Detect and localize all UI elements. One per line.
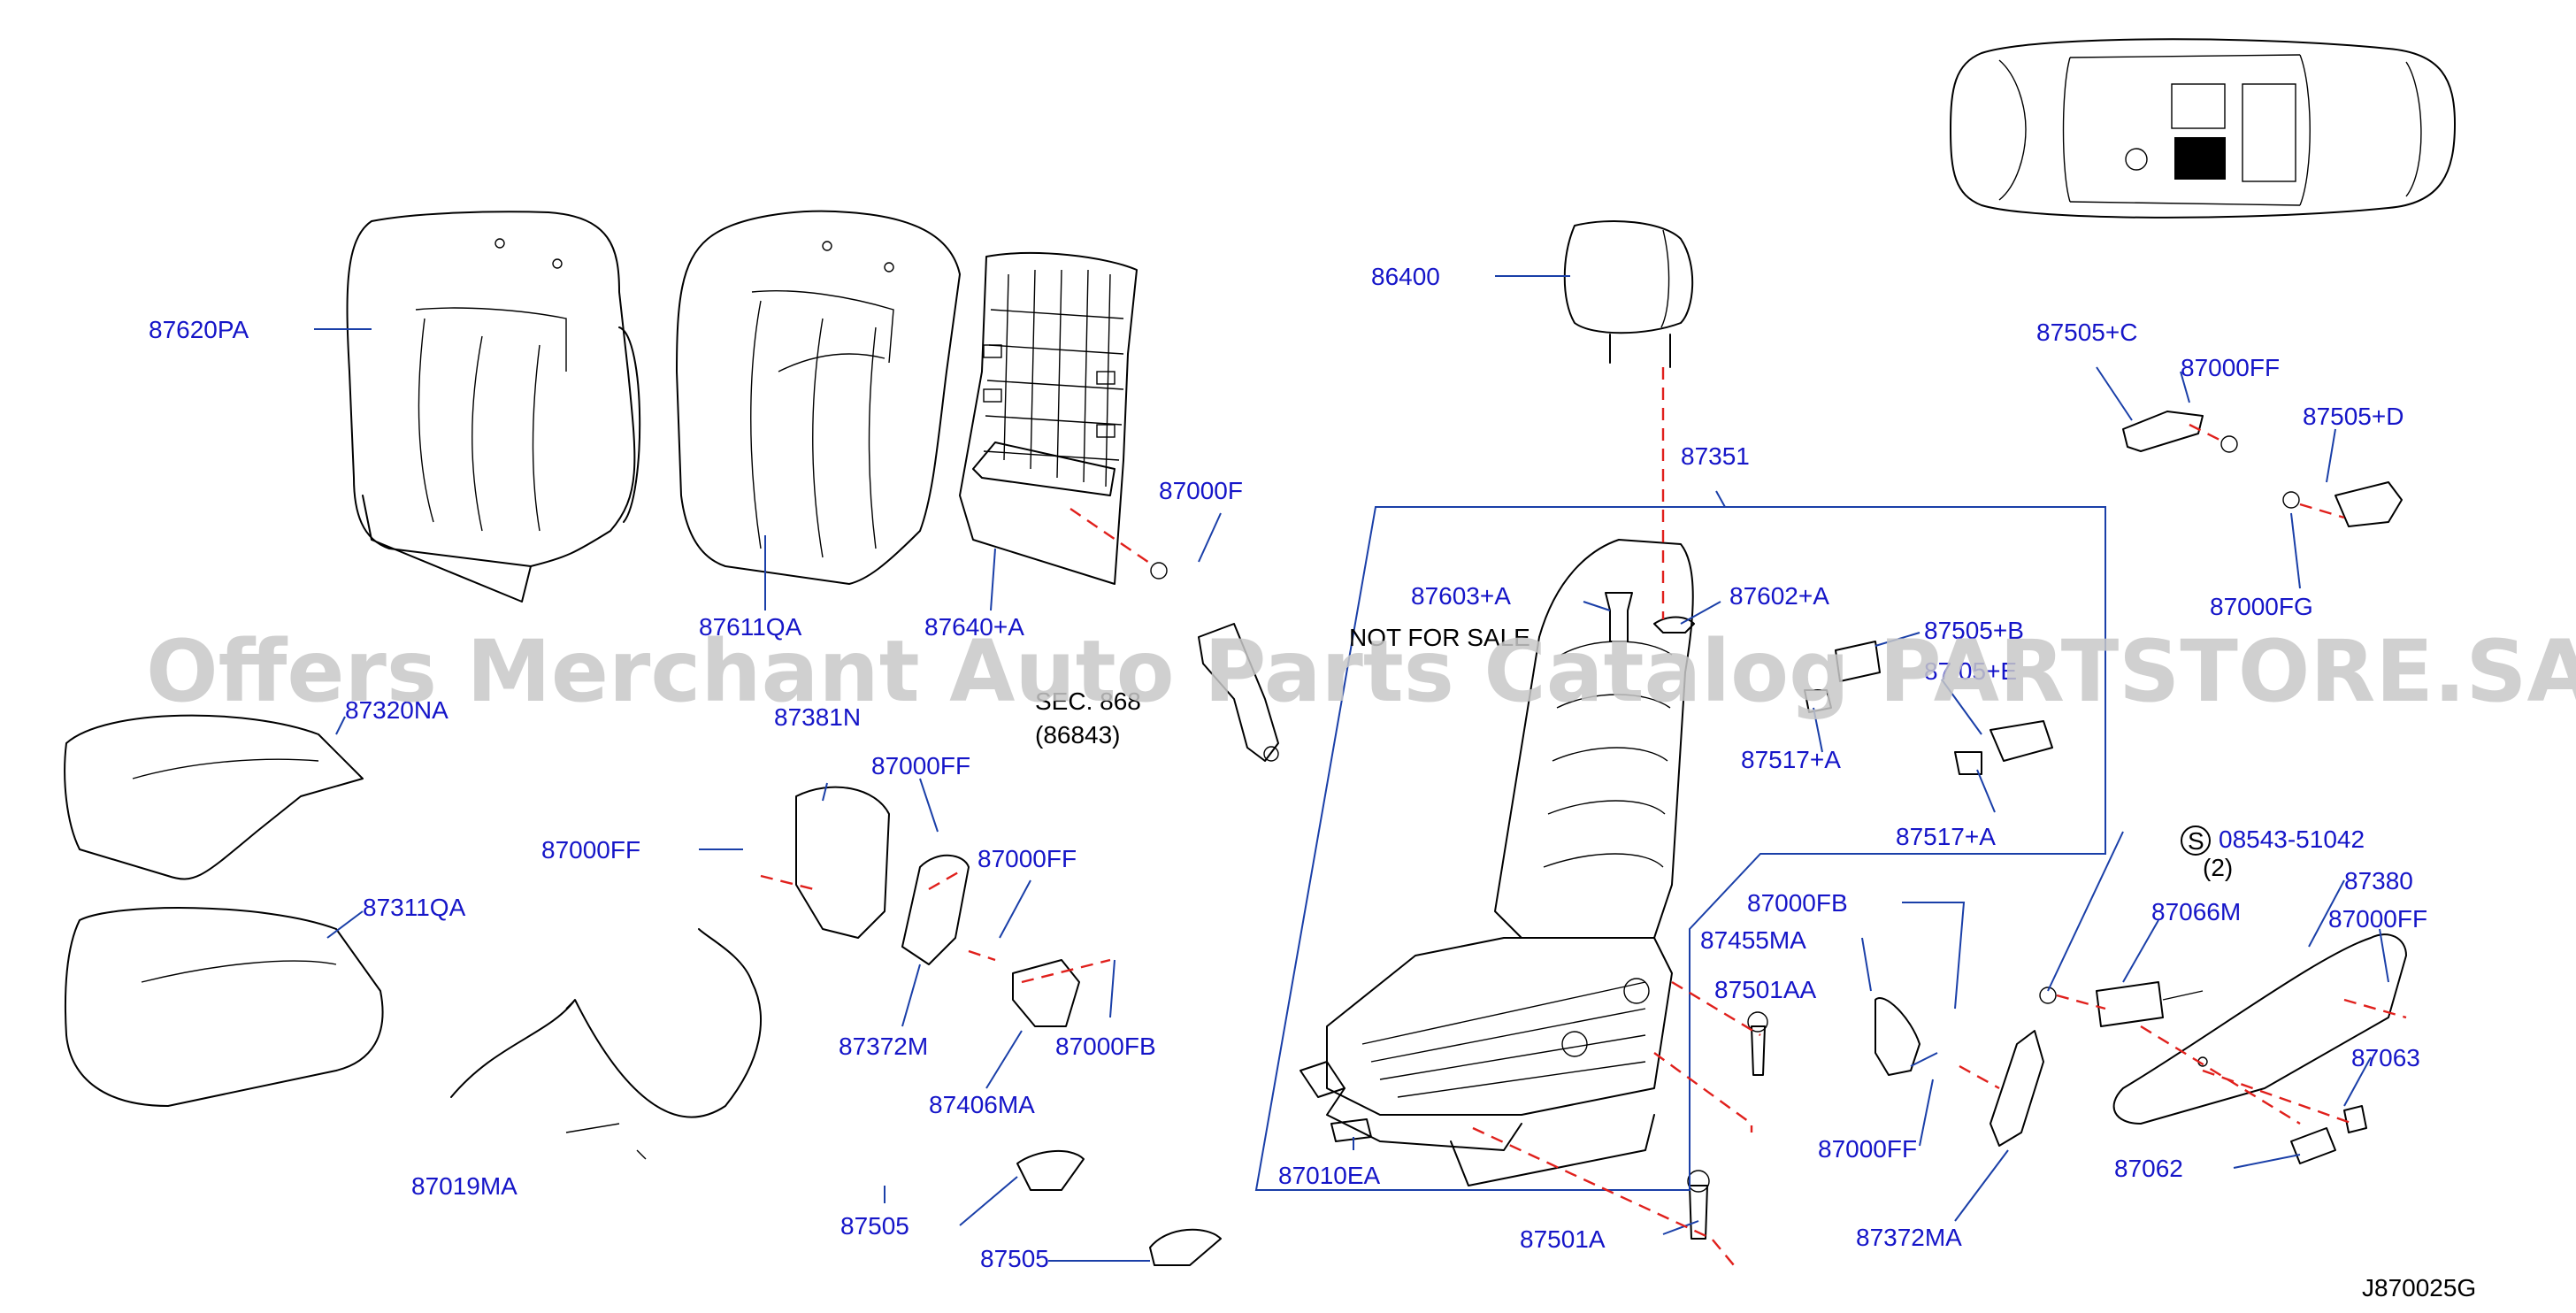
label-87372M[interactable]: 87372M xyxy=(839,1033,928,1060)
label-87000FB-a[interactable]: 87000FB xyxy=(1055,1033,1156,1060)
label-87000FF-e[interactable]: 87000FF xyxy=(2328,905,2427,933)
not-for-sale-note: NOT FOR SALE xyxy=(1349,624,1530,651)
label-86400[interactable]: 86400 xyxy=(1371,263,1440,290)
label-87066M[interactable]: 87066M xyxy=(2151,898,2241,925)
seat-frame-87351 xyxy=(1300,539,1694,1186)
seat-back-board-87640A xyxy=(959,251,1138,585)
label-87505C[interactable]: 87505+C xyxy=(2036,319,2137,346)
s-symbol-letter: S xyxy=(2188,827,2204,855)
label-87505-a[interactable]: 87505 xyxy=(840,1212,909,1240)
label-87000FF-d[interactable]: 87000FF xyxy=(1818,1135,1917,1163)
knob-87372MA xyxy=(1990,1030,2044,1147)
label-87381N[interactable]: 87381N xyxy=(774,703,861,731)
cushion-trim-87320NA xyxy=(64,714,364,880)
seat-back-pad-87611QA xyxy=(676,210,961,585)
label-87380[interactable]: 87380 xyxy=(2344,867,2413,895)
label-87000FF-a[interactable]: 87000FF xyxy=(871,752,970,779)
section-reference[interactable]: SEC. 868 xyxy=(1035,687,1141,715)
cover-87406MA xyxy=(1012,959,1080,1027)
leader-lines xyxy=(314,275,2389,1262)
cushion-pad-87311QA xyxy=(64,907,384,1107)
harness-87019MA xyxy=(450,928,762,1160)
clip-87517A-2 xyxy=(1954,751,1982,775)
screw-08543-51042 xyxy=(2039,987,2057,1004)
bracket-87505B xyxy=(1835,641,1881,682)
label-87000FF-b[interactable]: 87000FF xyxy=(541,836,640,864)
finisher-87505-b xyxy=(1149,1228,1222,1266)
label-87603A[interactable]: 87603+A xyxy=(1411,582,1511,610)
finisher-87505-a xyxy=(1016,1149,1085,1191)
label-87640A[interactable]: 87640+A xyxy=(924,613,1024,641)
label-87000FF-top[interactable]: 87000FF xyxy=(2181,354,2280,381)
label-87517A-1[interactable]: 87517+A xyxy=(1741,746,1841,773)
label-87602A[interactable]: 87602+A xyxy=(1729,582,1829,610)
section-reference-part: (86843) xyxy=(1035,721,1121,749)
label-87351[interactable]: 87351 xyxy=(1681,442,1750,470)
label-08543-51042[interactable]: 08543-51042 xyxy=(2219,825,2365,853)
bolt-87000FF-top xyxy=(2220,435,2238,453)
vehicle-locator-icon xyxy=(1950,38,2456,219)
label-87501A[interactable]: 87501A xyxy=(1520,1225,1606,1253)
bolt-87000F xyxy=(1150,562,1168,580)
knob-87063 xyxy=(2343,1105,2367,1133)
label-87611QA[interactable]: 87611QA xyxy=(699,613,802,641)
bracket-87505C xyxy=(2122,411,2204,452)
clip-87010EA xyxy=(1330,1118,1372,1142)
label-87505-b[interactable]: 87505 xyxy=(980,1245,1049,1272)
label-87010EA[interactable]: 87010EA xyxy=(1278,1162,1381,1189)
headrest-86400 xyxy=(1563,220,1694,368)
label-87311QA[interactable]: 87311QA xyxy=(363,894,466,921)
bracket-87505D xyxy=(2334,481,2403,527)
label-87000FF-c[interactable]: 87000FF xyxy=(978,845,1077,872)
label-87063[interactable]: 87063 xyxy=(2351,1044,2420,1071)
label-87019MA[interactable]: 87019MA xyxy=(411,1172,518,1200)
clip-87602A xyxy=(1653,616,1695,633)
label-87406MA[interactable]: 87406MA xyxy=(929,1091,1035,1118)
label-87505D[interactable]: 87505+D xyxy=(2303,403,2404,430)
label-87517A-2[interactable]: 87517+A xyxy=(1896,823,1996,850)
label-87000FB-b[interactable]: 87000FB xyxy=(1747,889,1848,917)
seat-back-trim-87620PA xyxy=(346,211,641,603)
watermark: Offers Merchant Auto Parts Catalog PARTS… xyxy=(146,622,2576,721)
clip-87517A-1 xyxy=(1804,689,1832,713)
frame-callout-bracket xyxy=(1715,490,1726,508)
label-87000FG[interactable]: 87000FG xyxy=(2210,593,2313,620)
bolt-87000FG xyxy=(2282,491,2300,509)
label-87505B[interactable]: 87505+B xyxy=(1924,617,2024,644)
bracket-87505E xyxy=(1990,720,2053,762)
label-87501AA[interactable]: 87501AA xyxy=(1714,976,1817,1003)
bolt-87501A xyxy=(1687,1170,1710,1240)
label-87320NA[interactable]: 87320NA xyxy=(345,696,448,724)
diagram-code: J870025G xyxy=(2362,1274,2476,1301)
label-08543-qty: (2) xyxy=(2203,854,2233,881)
motor-87066M xyxy=(2096,981,2204,1027)
frame-callout-box xyxy=(1254,506,2106,1191)
bolt-87501AA xyxy=(1747,1011,1768,1076)
knob-87062 xyxy=(2290,1127,2336,1164)
label-87372MA[interactable]: 87372MA xyxy=(1856,1224,1962,1251)
assembly-dashed-lines xyxy=(760,367,2407,1266)
label-87000F[interactable]: 87000F xyxy=(1159,477,1243,504)
label-87505E[interactable]: 87 05+E xyxy=(1924,657,2017,685)
s-symbol-circle xyxy=(2181,825,2211,856)
seat-belt-buckle xyxy=(1198,623,1279,762)
label-87455MA[interactable]: 87455MA xyxy=(1700,926,1806,954)
knob-87372M xyxy=(901,854,970,965)
cover-87455MA xyxy=(1874,997,1920,1076)
side-finisher-87380 xyxy=(2112,933,2407,1125)
label-87620PA[interactable]: 87620PA xyxy=(149,316,249,343)
side-cover-87381N xyxy=(795,786,890,939)
label-87062[interactable]: 87062 xyxy=(2114,1155,2183,1182)
